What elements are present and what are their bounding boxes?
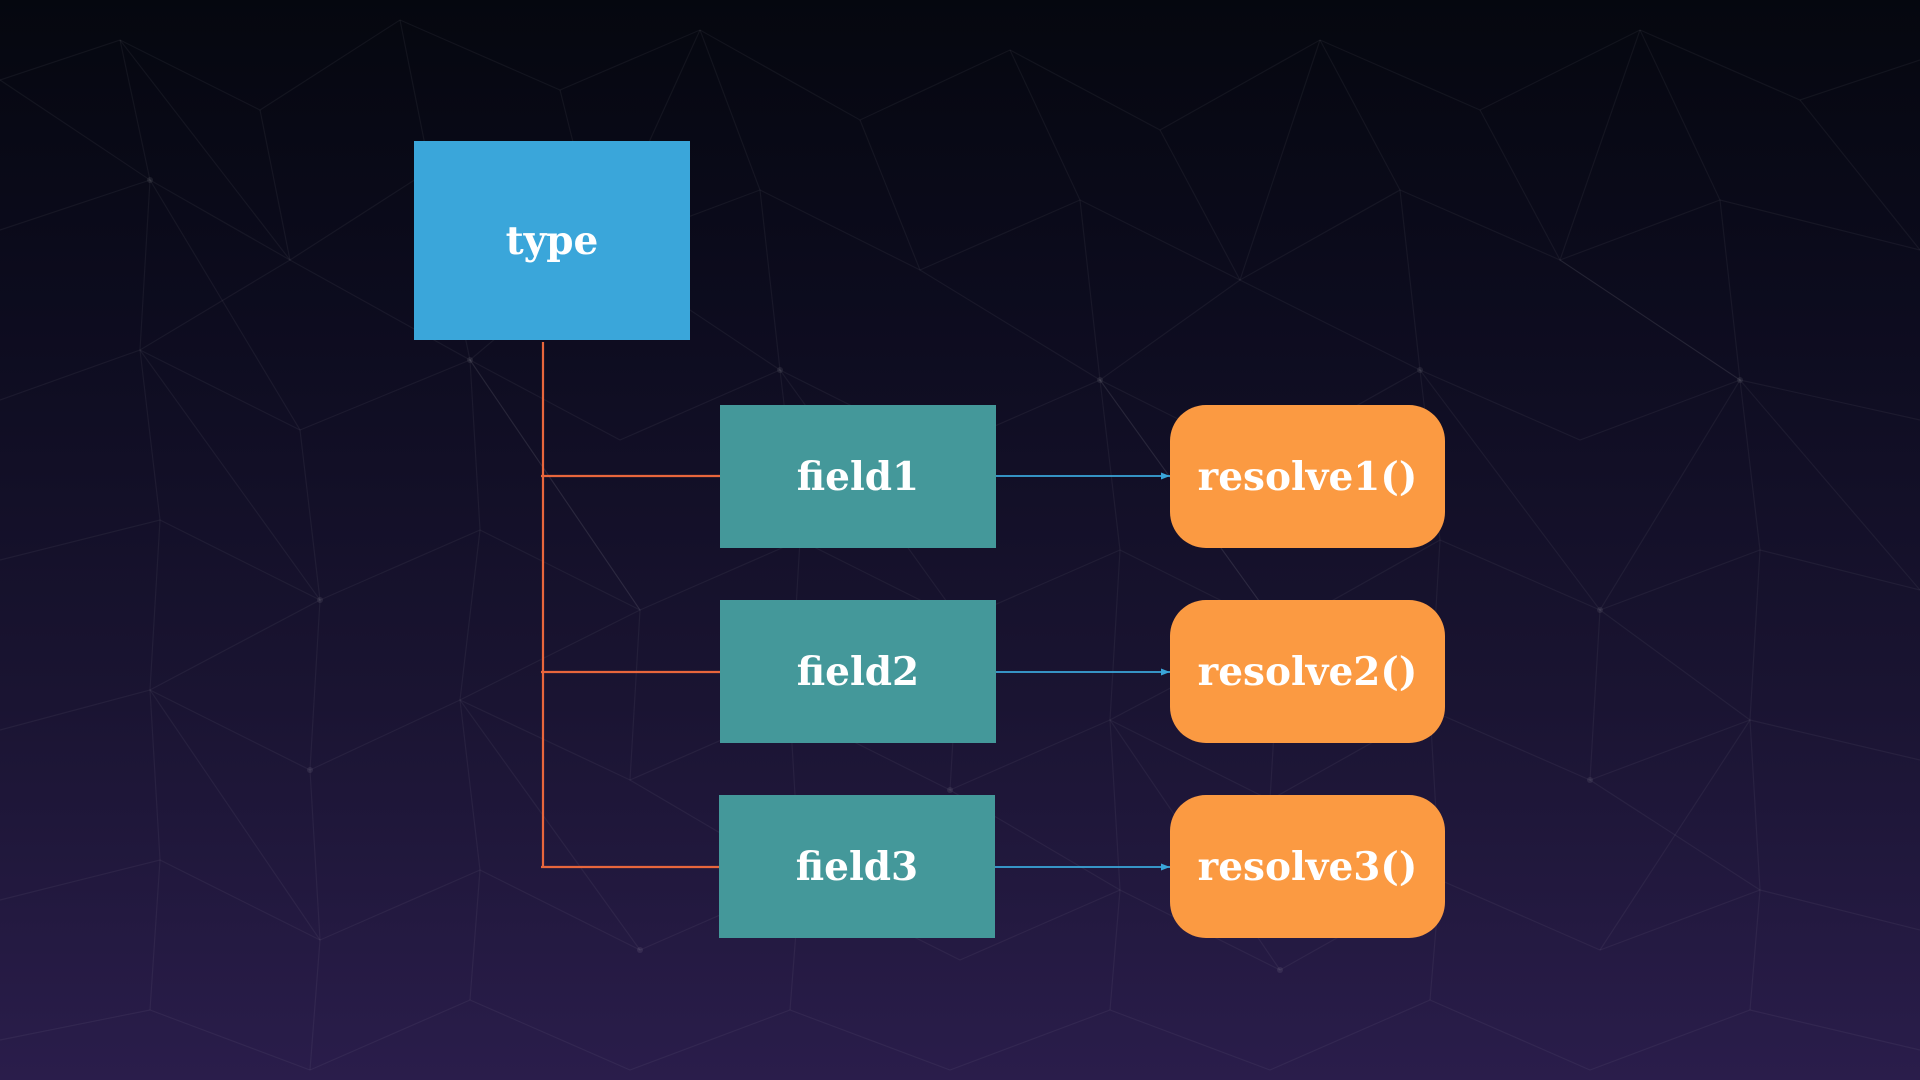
resolver-node-1-label: resolve1() (1197, 453, 1418, 500)
resolver-node-3-label: resolve3() (1197, 843, 1418, 890)
field-node-2: field2 (720, 600, 996, 743)
field-node-3: field3 (719, 795, 995, 938)
type-node-label: type (505, 217, 599, 264)
resolver-node-2-label: resolve2() (1197, 648, 1418, 695)
resolver-node-1: resolve1() (1170, 405, 1445, 548)
resolver-node-2: resolve2() (1170, 600, 1445, 743)
field-node-1: field1 (720, 405, 996, 548)
resolver-node-3: resolve3() (1170, 795, 1445, 938)
field-node-3-label: field3 (795, 843, 919, 890)
field-node-2-label: field2 (796, 648, 920, 695)
type-node: type (414, 141, 690, 340)
field-node-1-label: field1 (796, 453, 920, 500)
